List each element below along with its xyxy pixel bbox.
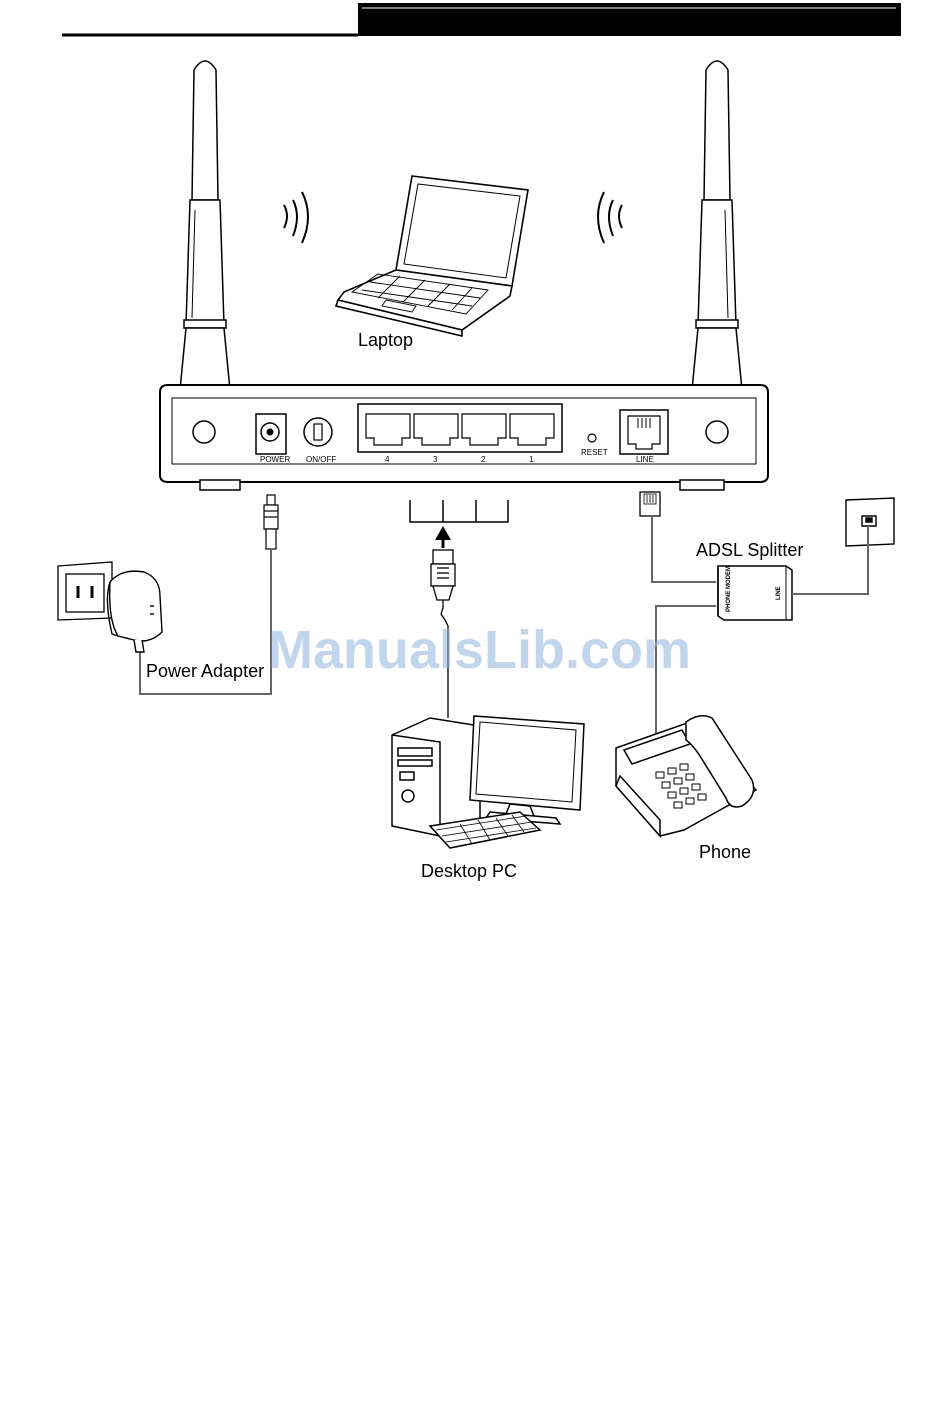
- laptop-label: Laptop: [358, 330, 413, 350]
- ethernet-plug-icon: [431, 550, 455, 600]
- phone-plug-icon: [640, 492, 660, 516]
- power-adapter-icon: [107, 571, 162, 652]
- reset-label: RESET: [581, 448, 608, 457]
- watermark: ManualsLib.com: [268, 620, 691, 680]
- power-adapter-label: Power Adapter: [146, 661, 264, 681]
- wall-socket-icon: [58, 562, 112, 620]
- phone-icon: [616, 716, 756, 836]
- wall-phone-jack-icon: [846, 498, 894, 546]
- ethernet-port-group: [410, 500, 508, 522]
- power-port-label: POWER: [260, 455, 290, 464]
- lan-port-4-label: 4: [385, 455, 390, 464]
- lan-port-3-label: 3: [433, 455, 438, 464]
- right-antenna: [692, 61, 742, 390]
- line-port: [620, 410, 668, 454]
- adsl-splitter-label: ADSL Splitter: [696, 540, 803, 560]
- lan-port-1-label: 1: [529, 455, 534, 464]
- wifi-signal-right-icon: [598, 192, 622, 243]
- splitter-line-label: LINE: [776, 586, 782, 600]
- line-port-label: LINE: [636, 455, 654, 464]
- laptop-icon: [336, 176, 528, 336]
- wifi-signal-left-icon: [284, 192, 308, 243]
- lan-port-block: [358, 404, 562, 452]
- power-port: [256, 414, 286, 454]
- on-off-label: ON/OFF: [306, 455, 336, 464]
- power-plug-icon: [264, 495, 278, 549]
- desktop-pc-icon: [392, 716, 584, 848]
- on-off-switch: [304, 418, 332, 446]
- splitter-phone-modem-label: PHONE MODEM: [726, 566, 732, 612]
- phone-label: Phone: [699, 842, 751, 862]
- page-header: [62, 3, 901, 36]
- lan-port-2-label: 2: [481, 455, 486, 464]
- left-antenna: [180, 61, 230, 390]
- reset-button: [588, 434, 596, 442]
- desktop-pc-label: Desktop PC: [421, 861, 517, 881]
- arrow-up-icon: [435, 526, 451, 548]
